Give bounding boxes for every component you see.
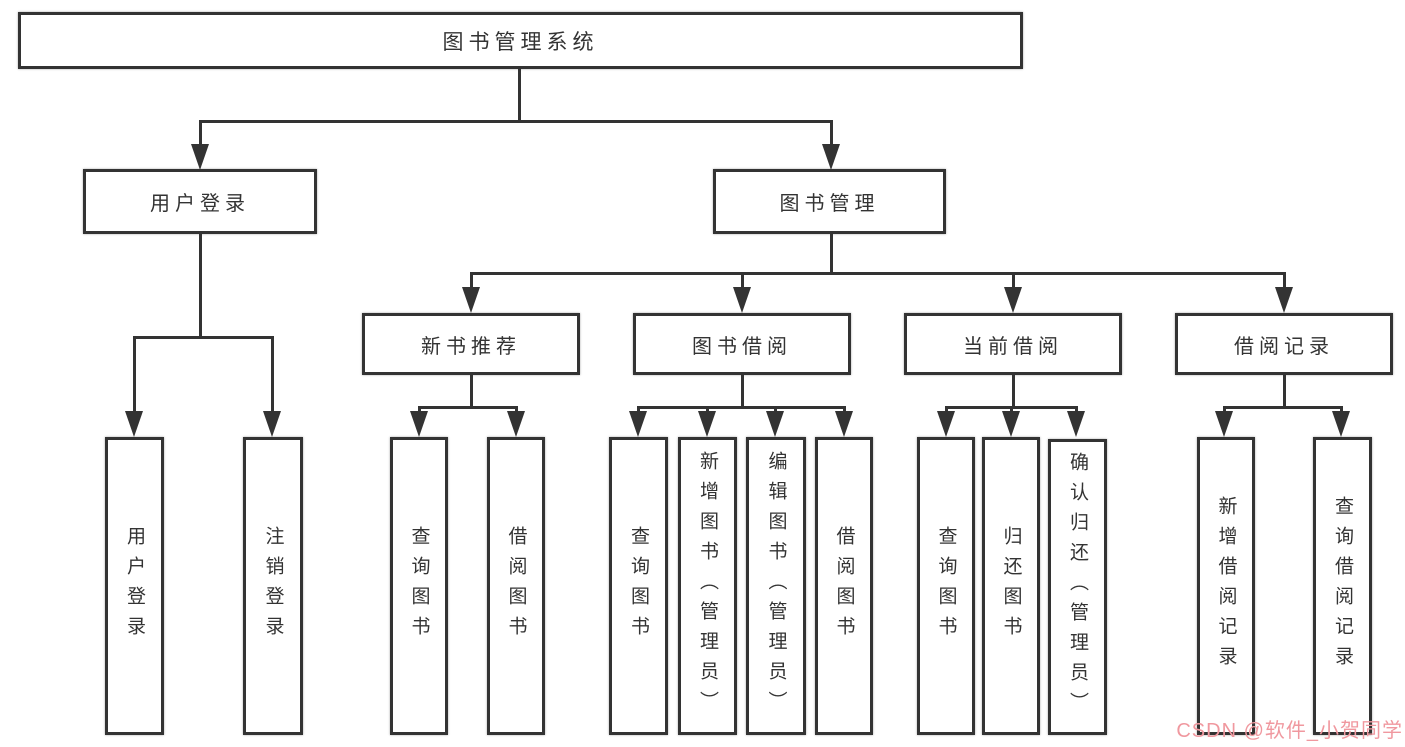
arrow-down-icon	[822, 144, 840, 170]
leaf-label: 注销登录	[262, 526, 284, 646]
connector	[470, 375, 473, 408]
arrow-down-icon	[507, 411, 525, 437]
connector	[741, 272, 744, 289]
connector	[1223, 406, 1342, 409]
arrow-down-icon	[462, 287, 480, 313]
leaf-label: 归还图书	[1000, 526, 1022, 646]
connector	[271, 336, 274, 413]
leaf-label: 查询图书	[408, 526, 430, 646]
connector	[774, 406, 777, 414]
connector	[515, 406, 518, 414]
node-leaf-borrow-books: 借阅图书	[815, 437, 873, 735]
node-leaf-query-books-borrowing: 查询图书	[609, 437, 668, 735]
node-library-system: 图书管理系统	[18, 12, 1023, 69]
leaf-label: 查询图书	[935, 526, 957, 646]
node-leaf-add-borrow-record: 新增借阅记录	[1197, 437, 1255, 735]
arrow-down-icon	[629, 411, 647, 437]
leaf-label: 查询借阅记录	[1332, 496, 1353, 676]
arrow-down-icon	[698, 411, 716, 437]
arrow-down-icon	[191, 144, 209, 170]
node-user-login: 用户登录	[83, 169, 317, 234]
connector	[637, 406, 845, 409]
node-leaf-query-books-current: 查询图书	[917, 437, 975, 735]
arrow-down-icon	[1275, 287, 1293, 313]
connector	[843, 406, 846, 414]
leaf-label: 借阅图书	[505, 526, 527, 646]
arrow-down-icon	[1004, 287, 1022, 313]
connector	[706, 406, 709, 414]
leaf-label: 查询图书	[628, 526, 649, 646]
leaf-label: 用户登录	[124, 526, 145, 646]
node-leaf-query-borrow-record: 查询借阅记录	[1313, 437, 1372, 735]
connector	[418, 406, 517, 409]
connector	[470, 272, 1285, 275]
arrow-down-icon	[835, 411, 853, 437]
leaf-label: 借阅图书	[833, 526, 855, 646]
connector	[518, 69, 521, 121]
watermark: CSDN @软件_小贺同学	[1176, 720, 1403, 742]
node-book-borrowing: 图书借阅	[633, 313, 851, 375]
connector	[418, 406, 421, 414]
connector	[1075, 406, 1078, 414]
connector	[1223, 406, 1226, 414]
node-leaf-confirm-return-admin: 确认归还（管理员）	[1048, 439, 1107, 735]
connector	[830, 120, 833, 147]
node-leaf-return-books: 归还图书	[982, 437, 1040, 735]
arrow-down-icon	[410, 411, 428, 437]
node-borrowing-records: 借阅记录	[1175, 313, 1393, 375]
node-book-management: 图书管理	[713, 169, 946, 234]
arrow-down-icon	[1332, 411, 1350, 437]
connector	[1283, 375, 1286, 408]
connector	[1340, 406, 1343, 414]
connector	[741, 375, 744, 408]
connector	[1010, 406, 1013, 414]
arrow-down-icon	[766, 411, 784, 437]
arrow-down-icon	[1002, 411, 1020, 437]
connector	[199, 120, 202, 147]
leaf-label: 新增借阅记录	[1215, 496, 1237, 676]
node-current-borrowing: 当前借阅	[904, 313, 1122, 375]
leaf-label: 新增图书（管理员）	[697, 451, 718, 721]
connector	[1283, 272, 1286, 289]
connector	[945, 406, 948, 414]
node-leaf-add-book-admin: 新增图书（管理员）	[678, 437, 737, 735]
connector	[470, 272, 473, 289]
arrow-down-icon	[1215, 411, 1233, 437]
connector	[830, 234, 833, 274]
arrow-down-icon	[1067, 411, 1085, 437]
connector	[637, 406, 640, 414]
arrow-down-icon	[733, 287, 751, 313]
node-leaf-logout: 注销登录	[243, 437, 303, 735]
connector	[199, 120, 832, 123]
connector	[1012, 272, 1015, 289]
connector	[133, 336, 273, 339]
arrow-down-icon	[263, 411, 281, 437]
connector	[199, 234, 202, 337]
arrow-down-icon	[125, 411, 143, 437]
connector	[133, 336, 136, 413]
arrow-down-icon	[937, 411, 955, 437]
node-leaf-borrow-books-recommend: 借阅图书	[487, 437, 545, 735]
leaf-label: 编辑图书（管理员）	[765, 451, 787, 721]
connector	[1012, 375, 1015, 408]
leaf-label: 确认归还（管理员）	[1067, 452, 1088, 722]
node-leaf-query-books-recommend: 查询图书	[390, 437, 448, 735]
node-leaf-edit-book-admin: 编辑图书（管理员）	[746, 437, 806, 735]
node-new-book-recommend: 新书推荐	[362, 313, 580, 375]
node-leaf-user-login: 用户登录	[105, 437, 164, 735]
